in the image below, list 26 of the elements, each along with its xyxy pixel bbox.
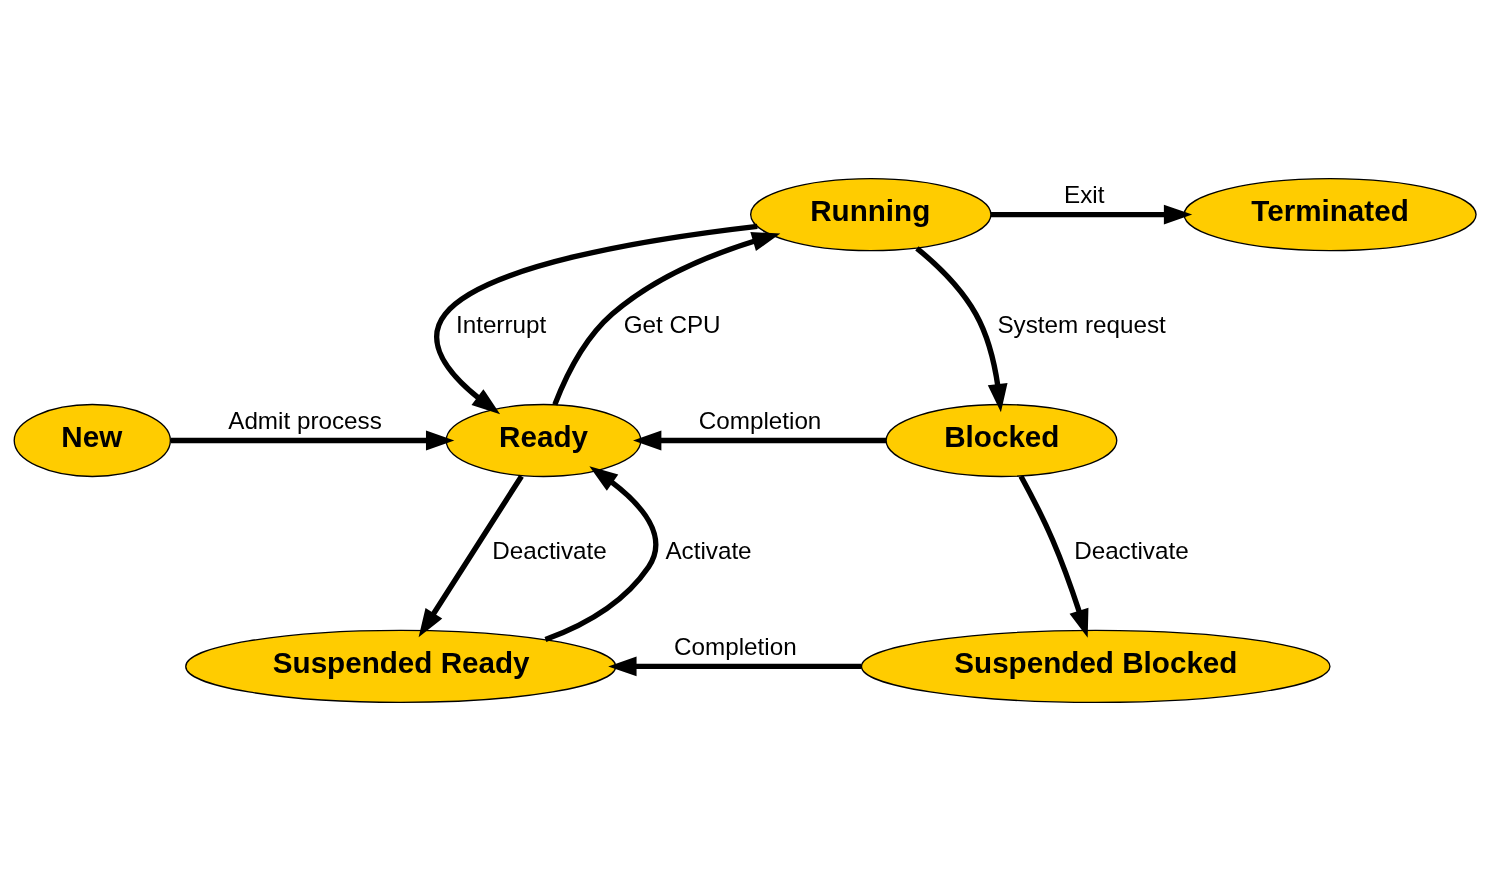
node-ellipse: Suspended Ready [185, 629, 617, 703]
node-ellipse: Blocked [885, 403, 1118, 477]
edge-label: Admit process [228, 406, 382, 434]
arrow [608, 656, 862, 676]
arrow [990, 204, 1193, 224]
edge-label: Get CPU [623, 310, 721, 338]
arrow [915, 245, 1008, 412]
node-ellipse: Ready [445, 403, 642, 477]
arrow [544, 465, 659, 642]
edge-label: Activate [665, 536, 752, 564]
edge-label: Interrupt [455, 310, 547, 338]
edge-label: Completion [698, 406, 822, 434]
node-ellipse: Suspended Blocked [860, 629, 1331, 703]
node-ellipse: New [13, 403, 172, 477]
arrow [170, 430, 455, 450]
node-ellipse: Terminated [1183, 177, 1477, 251]
edge-label: Deactivate [492, 536, 607, 564]
arrow [1018, 474, 1089, 638]
edge-label: Completion [674, 632, 797, 660]
edge-label: Deactivate [1074, 536, 1189, 564]
arrow [418, 474, 524, 637]
edge-label: System request [997, 310, 1166, 338]
arrow [633, 430, 887, 450]
arrow [552, 231, 781, 406]
edge-label: Exit [1063, 180, 1105, 208]
arrow [434, 223, 758, 414]
